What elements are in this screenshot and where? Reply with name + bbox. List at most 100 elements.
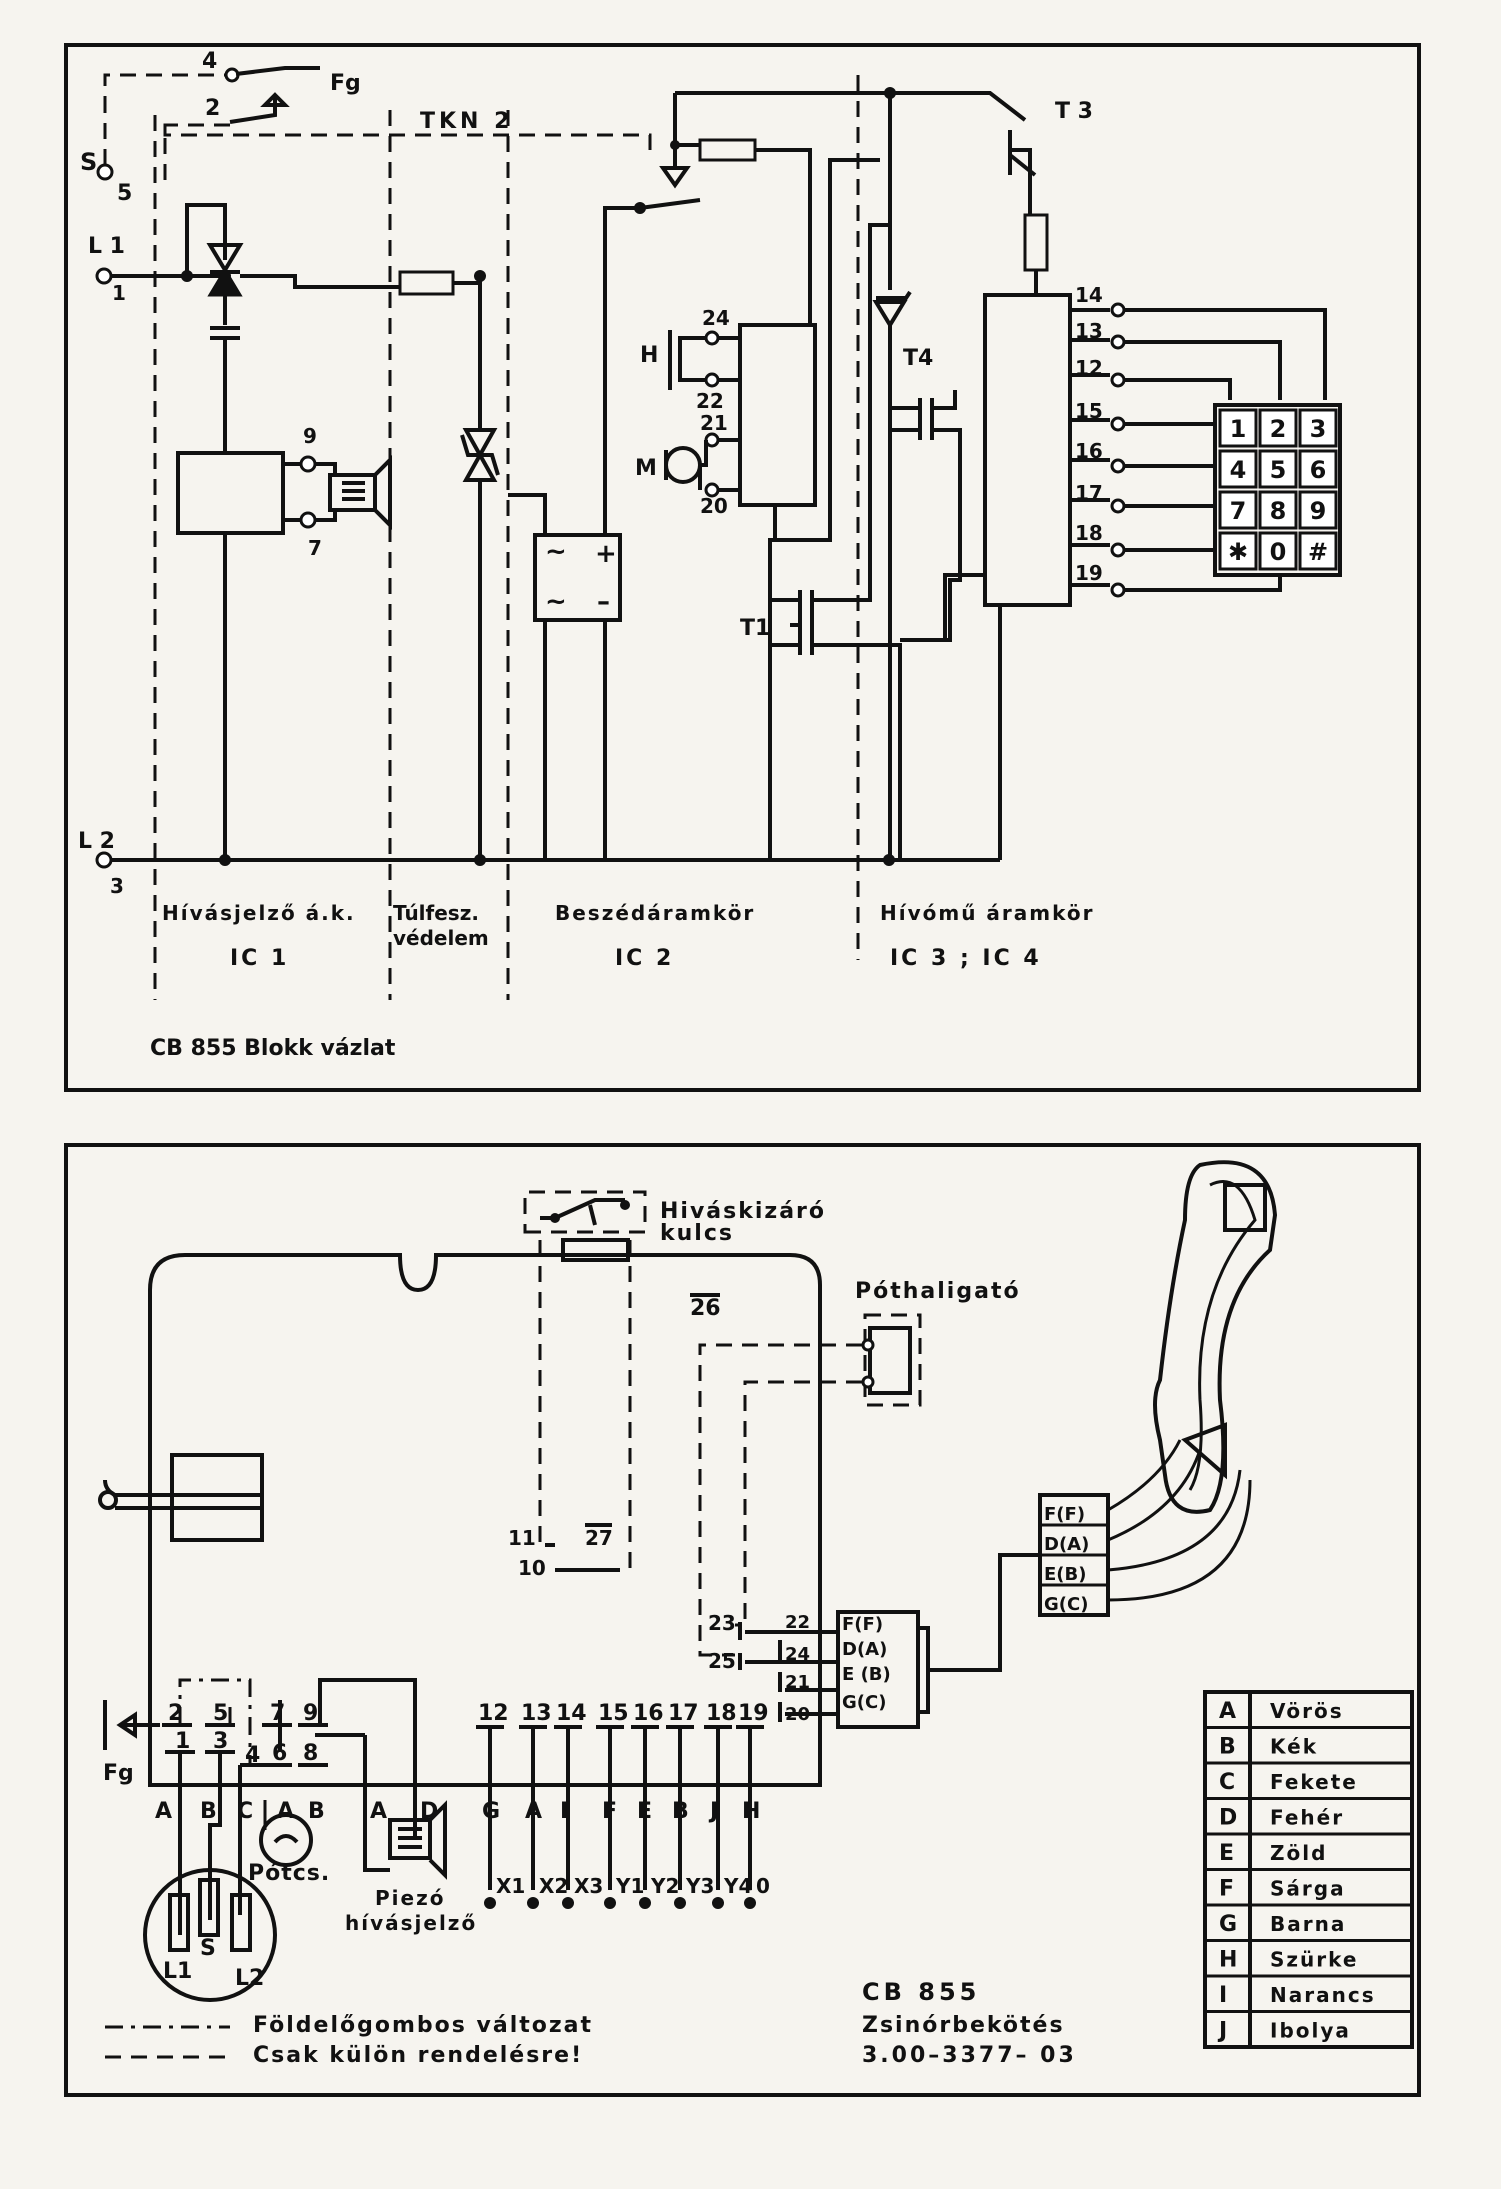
- plug-s: S: [200, 1936, 216, 1961]
- microphone-m-label: M: [635, 456, 657, 481]
- piezo-letter-a: A: [370, 1799, 387, 1824]
- row-letter: E: [637, 1799, 652, 1824]
- row-output-label: Y1: [615, 1874, 644, 1898]
- hook-switch: [170, 1453, 264, 1542]
- fg-label: Fg: [330, 71, 361, 96]
- row-letter: I: [560, 1799, 568, 1824]
- handset-wire-ff: F(F): [1044, 1504, 1085, 1525]
- ic4-pin-14: 14: [1075, 283, 1103, 307]
- keypad-key-label: 6: [1310, 456, 1327, 484]
- ic1-diode-top: [206, 243, 244, 274]
- cord-wiring-diagram: Hiváskizáró kulcs 11 27 10 Póthaligató 2…: [64, 1143, 1421, 2097]
- color-code: E: [1219, 1841, 1234, 1866]
- pin-10-label: 10: [518, 1556, 546, 1580]
- switch-2-label: 2: [205, 96, 220, 121]
- row-pin-15: 15: [598, 1701, 629, 1726]
- plug-l2: L2: [235, 1966, 264, 1991]
- ic4-pin-group: 14 13 12 15 16 17 18 19: [1070, 283, 1327, 598]
- keypad-key-2: [1258, 408, 1298, 448]
- row-output-label: Y4: [723, 1874, 752, 1898]
- row-pin-18: 18: [706, 1701, 737, 1726]
- row-output-label: Y3: [685, 1874, 714, 1898]
- row-letter: F: [602, 1799, 617, 1824]
- pcb-outline: [148, 1253, 822, 1787]
- cord-wiring-frame: [64, 1143, 1421, 2097]
- handset-wire-da: D(A): [1044, 1534, 1089, 1555]
- color-code: C: [1219, 1770, 1235, 1795]
- row-pin-wire: [476, 1725, 504, 1890]
- block-diagram-frame: [64, 43, 1421, 1092]
- row-pin-wire: [519, 1725, 547, 1890]
- top-resistor-2: [698, 138, 757, 162]
- ic2-label: IC 2: [615, 946, 674, 971]
- piezo-label-1: Piezó: [375, 1886, 445, 1910]
- upper-pin-9: 9: [303, 1701, 318, 1726]
- row-output-terminal: [562, 1897, 574, 1909]
- ic4-block: [983, 293, 1072, 607]
- bridge-ac2: ~: [545, 587, 567, 617]
- keypad-key-1: [1218, 408, 1258, 448]
- row-pin-12: 12: [478, 1701, 509, 1726]
- keypad-key-label: 8: [1270, 497, 1287, 525]
- row-output-label: 0: [756, 1874, 770, 1898]
- hook-lever-icon: [98, 1490, 118, 1510]
- pin-11-label: 11: [508, 1526, 536, 1550]
- keypad-key-label: ✱: [1228, 538, 1248, 566]
- handset-icon: [1153, 1160, 1278, 1514]
- row-output-terminal: [712, 1897, 724, 1909]
- row-pin-wire: [666, 1725, 694, 1890]
- key-switch-label-2: kulcs: [660, 1221, 734, 1246]
- aux-socket-icon: [259, 1813, 313, 1867]
- bridge-ac1: ~: [545, 537, 567, 567]
- keypad-key-label: 3: [1310, 415, 1327, 443]
- keypad-key-8: [1258, 490, 1298, 530]
- tkn2-label: TKN 2: [420, 109, 513, 134]
- row-letter: B: [672, 1799, 689, 1824]
- section-ringer-label: Hívásjelző á.k.: [162, 901, 356, 925]
- row-letter: G: [482, 1799, 500, 1824]
- l1-num: 1: [112, 281, 126, 305]
- row-output-terminal: [639, 1897, 651, 1909]
- s-term-label: S: [80, 148, 97, 176]
- row-output-terminal: [674, 1897, 686, 1909]
- row-output-label: X3: [574, 1874, 603, 1898]
- keypad-key-5: [1258, 449, 1298, 489]
- row-output-terminal: [527, 1897, 539, 1909]
- ic2-pin-20: 20: [700, 494, 728, 518]
- section-overvoltage-label-2: védelem: [393, 926, 489, 950]
- cord-part-number: 3.00–3377– 03: [862, 2043, 1077, 2068]
- row-pin-14: 14: [556, 1701, 587, 1726]
- keypad-key-label: 0: [1270, 538, 1287, 566]
- left-pin-group: 2 5 7 9 1 3 4 6 8 Fg A B C A B: [103, 1678, 417, 1935]
- lower-pin-3: 3: [213, 1729, 228, 1754]
- connector-wire-ff: F(F): [842, 1614, 883, 1635]
- letter-b-2: B: [308, 1799, 325, 1824]
- ic4-pin-18: 18: [1075, 521, 1103, 545]
- pin-26-label: 26: [690, 1296, 721, 1321]
- color-code: H: [1219, 1948, 1237, 1973]
- s5-term-label: 5: [117, 181, 132, 206]
- connector-pin-24: 24: [785, 1644, 810, 1665]
- handset-wire-gc: G(C): [1044, 1594, 1088, 1615]
- piezo-label-2: hívásjelző: [345, 1911, 477, 1935]
- ic4-pin-13: 13: [1075, 319, 1103, 343]
- row-letter: H: [742, 1799, 760, 1824]
- lower-pin-1: 1: [175, 1729, 190, 1754]
- t4-label: T4: [903, 346, 933, 371]
- color-code: A: [1219, 1699, 1236, 1724]
- row-pin-wire: [704, 1725, 732, 1890]
- letter-a-1: A: [155, 1799, 172, 1824]
- zener-diode: [872, 300, 908, 329]
- keypad-key-7: [1218, 490, 1258, 530]
- l1-label: L 1: [88, 234, 125, 259]
- row-letter: A: [525, 1799, 542, 1824]
- row-pin-13: 13: [521, 1701, 552, 1726]
- handset-wire-eb: E(B): [1044, 1564, 1086, 1585]
- color-name: Narancs: [1270, 1983, 1376, 2007]
- block-diagram: 4 Fg 2 TKN 2 S 5 L 1 1: [64, 43, 1421, 1092]
- color-code: B: [1219, 1735, 1236, 1760]
- rectifier-bridge: [533, 533, 622, 622]
- legend-dash-label: Csak külön rendelésre!: [253, 2043, 583, 2068]
